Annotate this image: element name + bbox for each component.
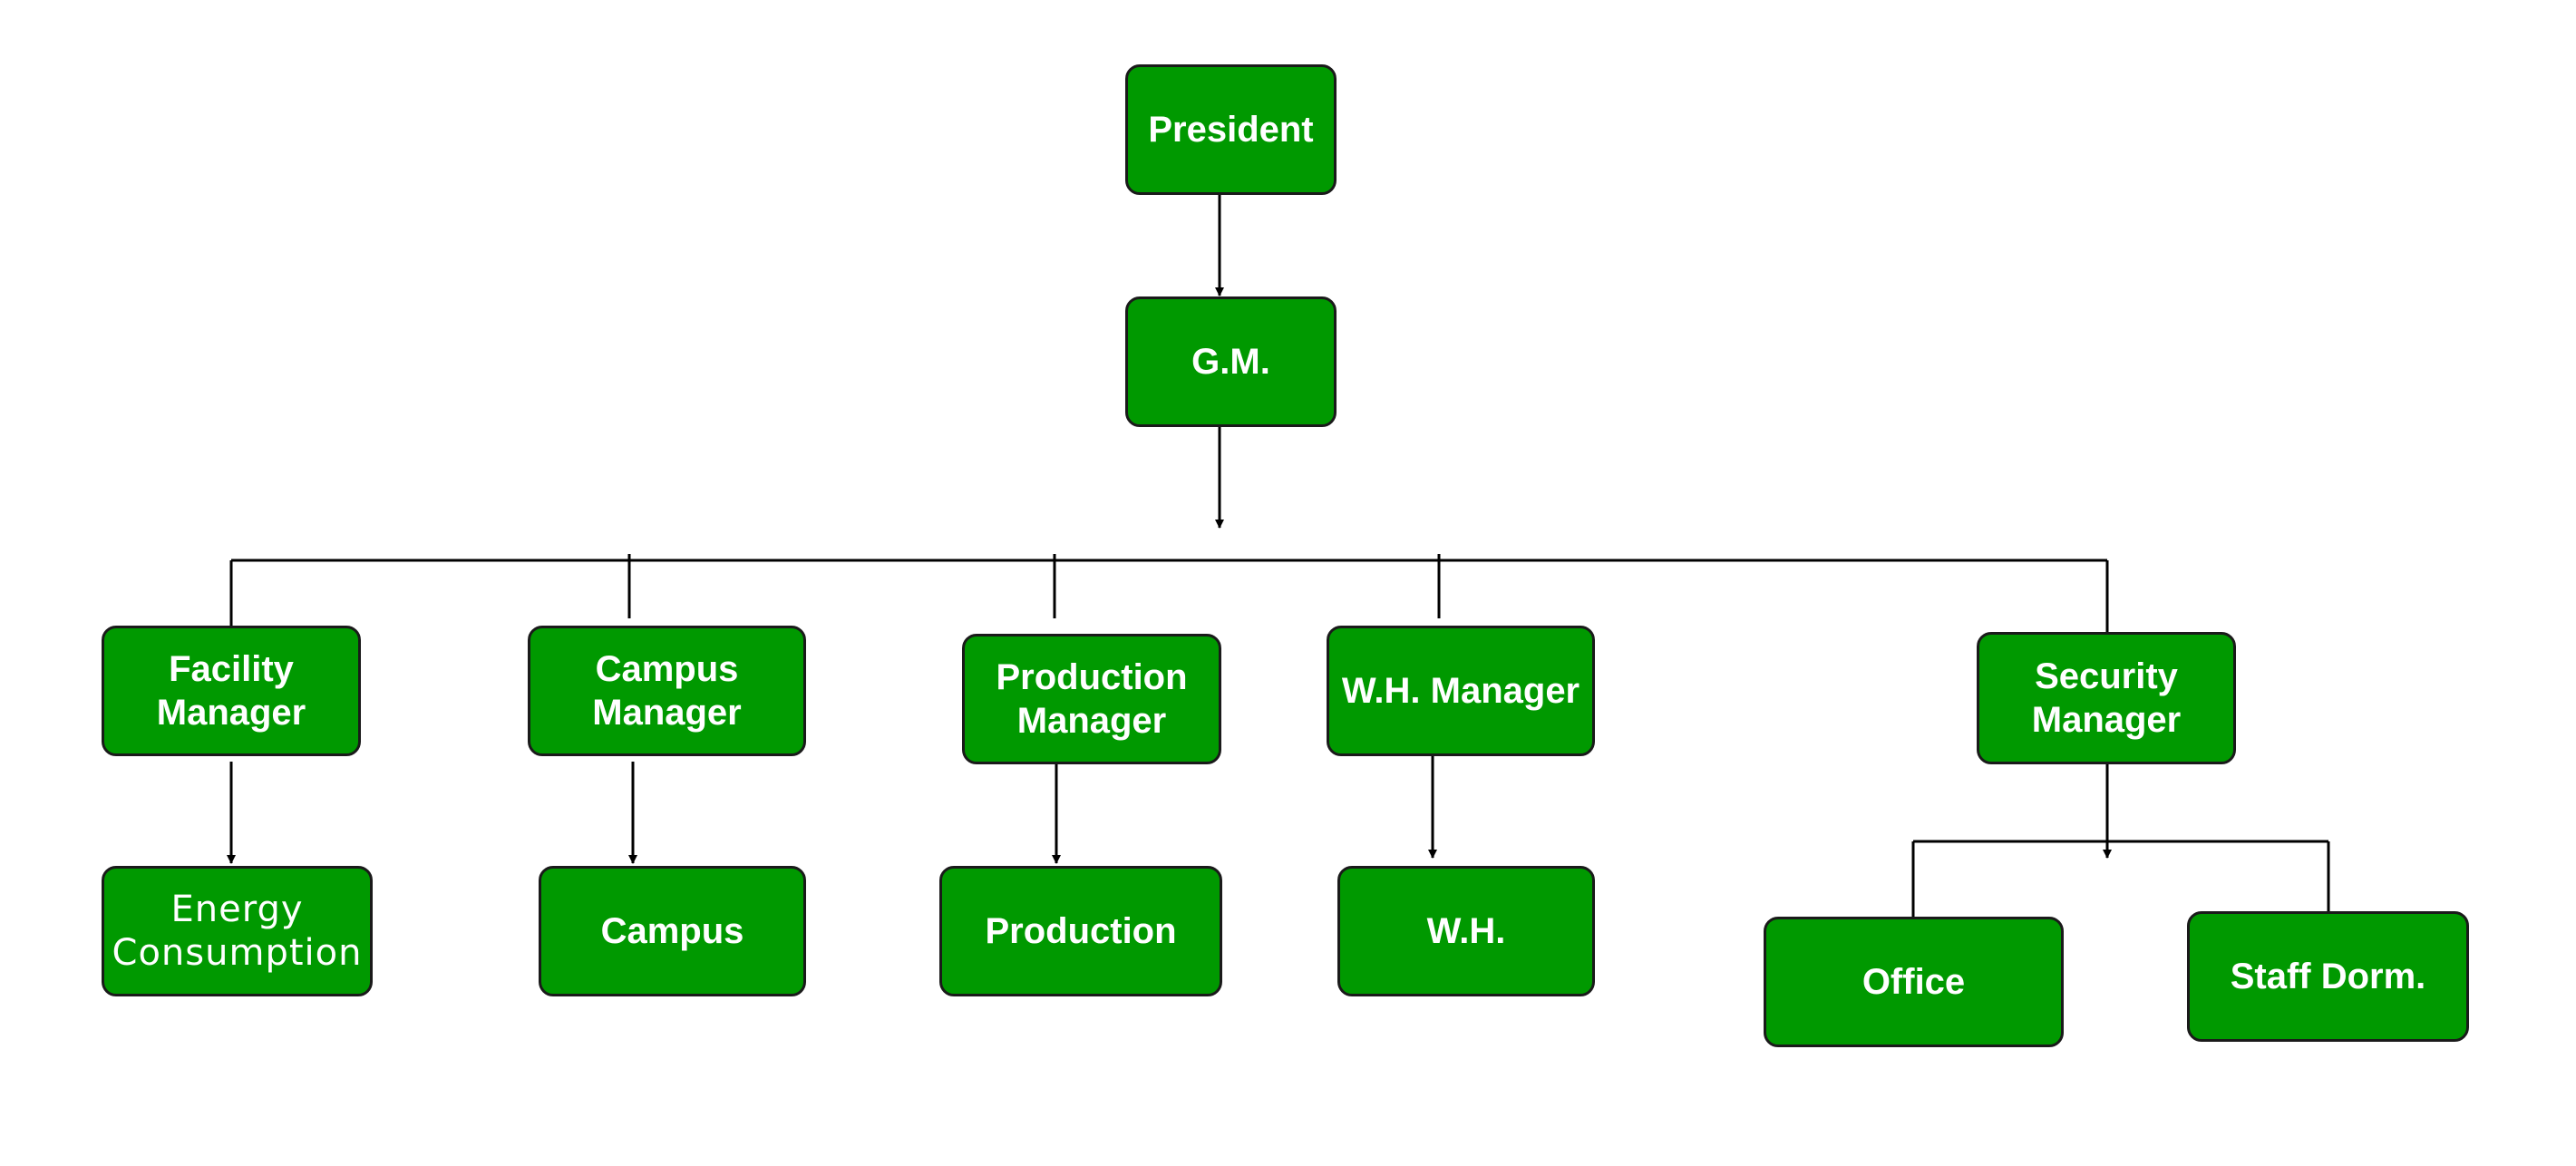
node-energy-consumption: Energy Consumption <box>102 866 373 996</box>
node-facility-manager: Facility Manager <box>102 626 361 756</box>
node-gm: G.M. <box>1125 296 1337 427</box>
node-office: Office <box>1764 917 2064 1047</box>
node-president: President <box>1125 64 1337 195</box>
node-campus-manager: Campus Manager <box>528 626 806 756</box>
node-wh-manager: W.H. Manager <box>1327 626 1595 756</box>
node-production-manager: Production Manager <box>962 634 1221 764</box>
node-production: Production <box>939 866 1222 996</box>
node-security-manager: Security Manager <box>1977 632 2236 764</box>
node-wh: W.H. <box>1337 866 1595 996</box>
node-campus: Campus <box>539 866 806 996</box>
connectors <box>227 195 2330 917</box>
node-staff-dorm: Staff Dorm. <box>2187 911 2469 1042</box>
